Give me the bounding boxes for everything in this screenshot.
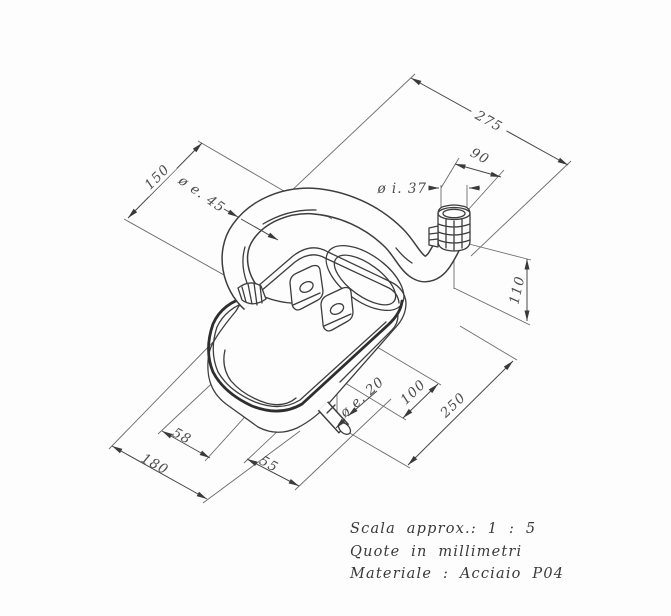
dimension-250-line [407,360,514,466]
dimension-55-line [246,458,300,487]
dim-label-58: 58 [169,425,194,448]
bracket-tab-2 [320,286,354,332]
note-units: Quote in millimetri [350,544,522,560]
dim-label-55: 55 [256,453,281,476]
title-notes: Scala approx.: 1 : 5 Quote in millimetri… [349,521,564,582]
leader-dia20-lower [335,418,346,429]
dim-label-180: 180 [138,450,171,478]
note-material: Materiale : Acciaio P04 [349,566,564,582]
exhaust-pipe [221,187,466,311]
bracket-hole-1 [299,280,314,294]
dimension-150-line [127,142,203,219]
dim-label-110: 110 [506,274,528,306]
leader-dia45-outer [223,208,239,218]
mounting-brackets [289,264,354,332]
dim-label-90: 90 [468,145,492,168]
inlet-tip-clamp [428,204,471,252]
note-scale: Scala approx.: 1 : 5 [350,521,536,537]
bracket-tab-1 [289,264,324,311]
dimension-90-line [454,163,502,178]
inlet-opening [442,208,466,219]
dim-label-dia45: ø e. 45 [175,172,229,216]
dim-label-dia37: ø i. 37 [377,181,428,197]
dimension-180-line [111,445,208,500]
body-seam [207,294,404,413]
dim-label-250: 250 [437,390,470,422]
bracket-hole-2 [329,302,345,316]
leader-dia45-inner [240,218,279,241]
dim-label-100: 100 [397,377,429,409]
clamp-block [428,225,439,248]
leader-dia20-upper [347,390,378,417]
